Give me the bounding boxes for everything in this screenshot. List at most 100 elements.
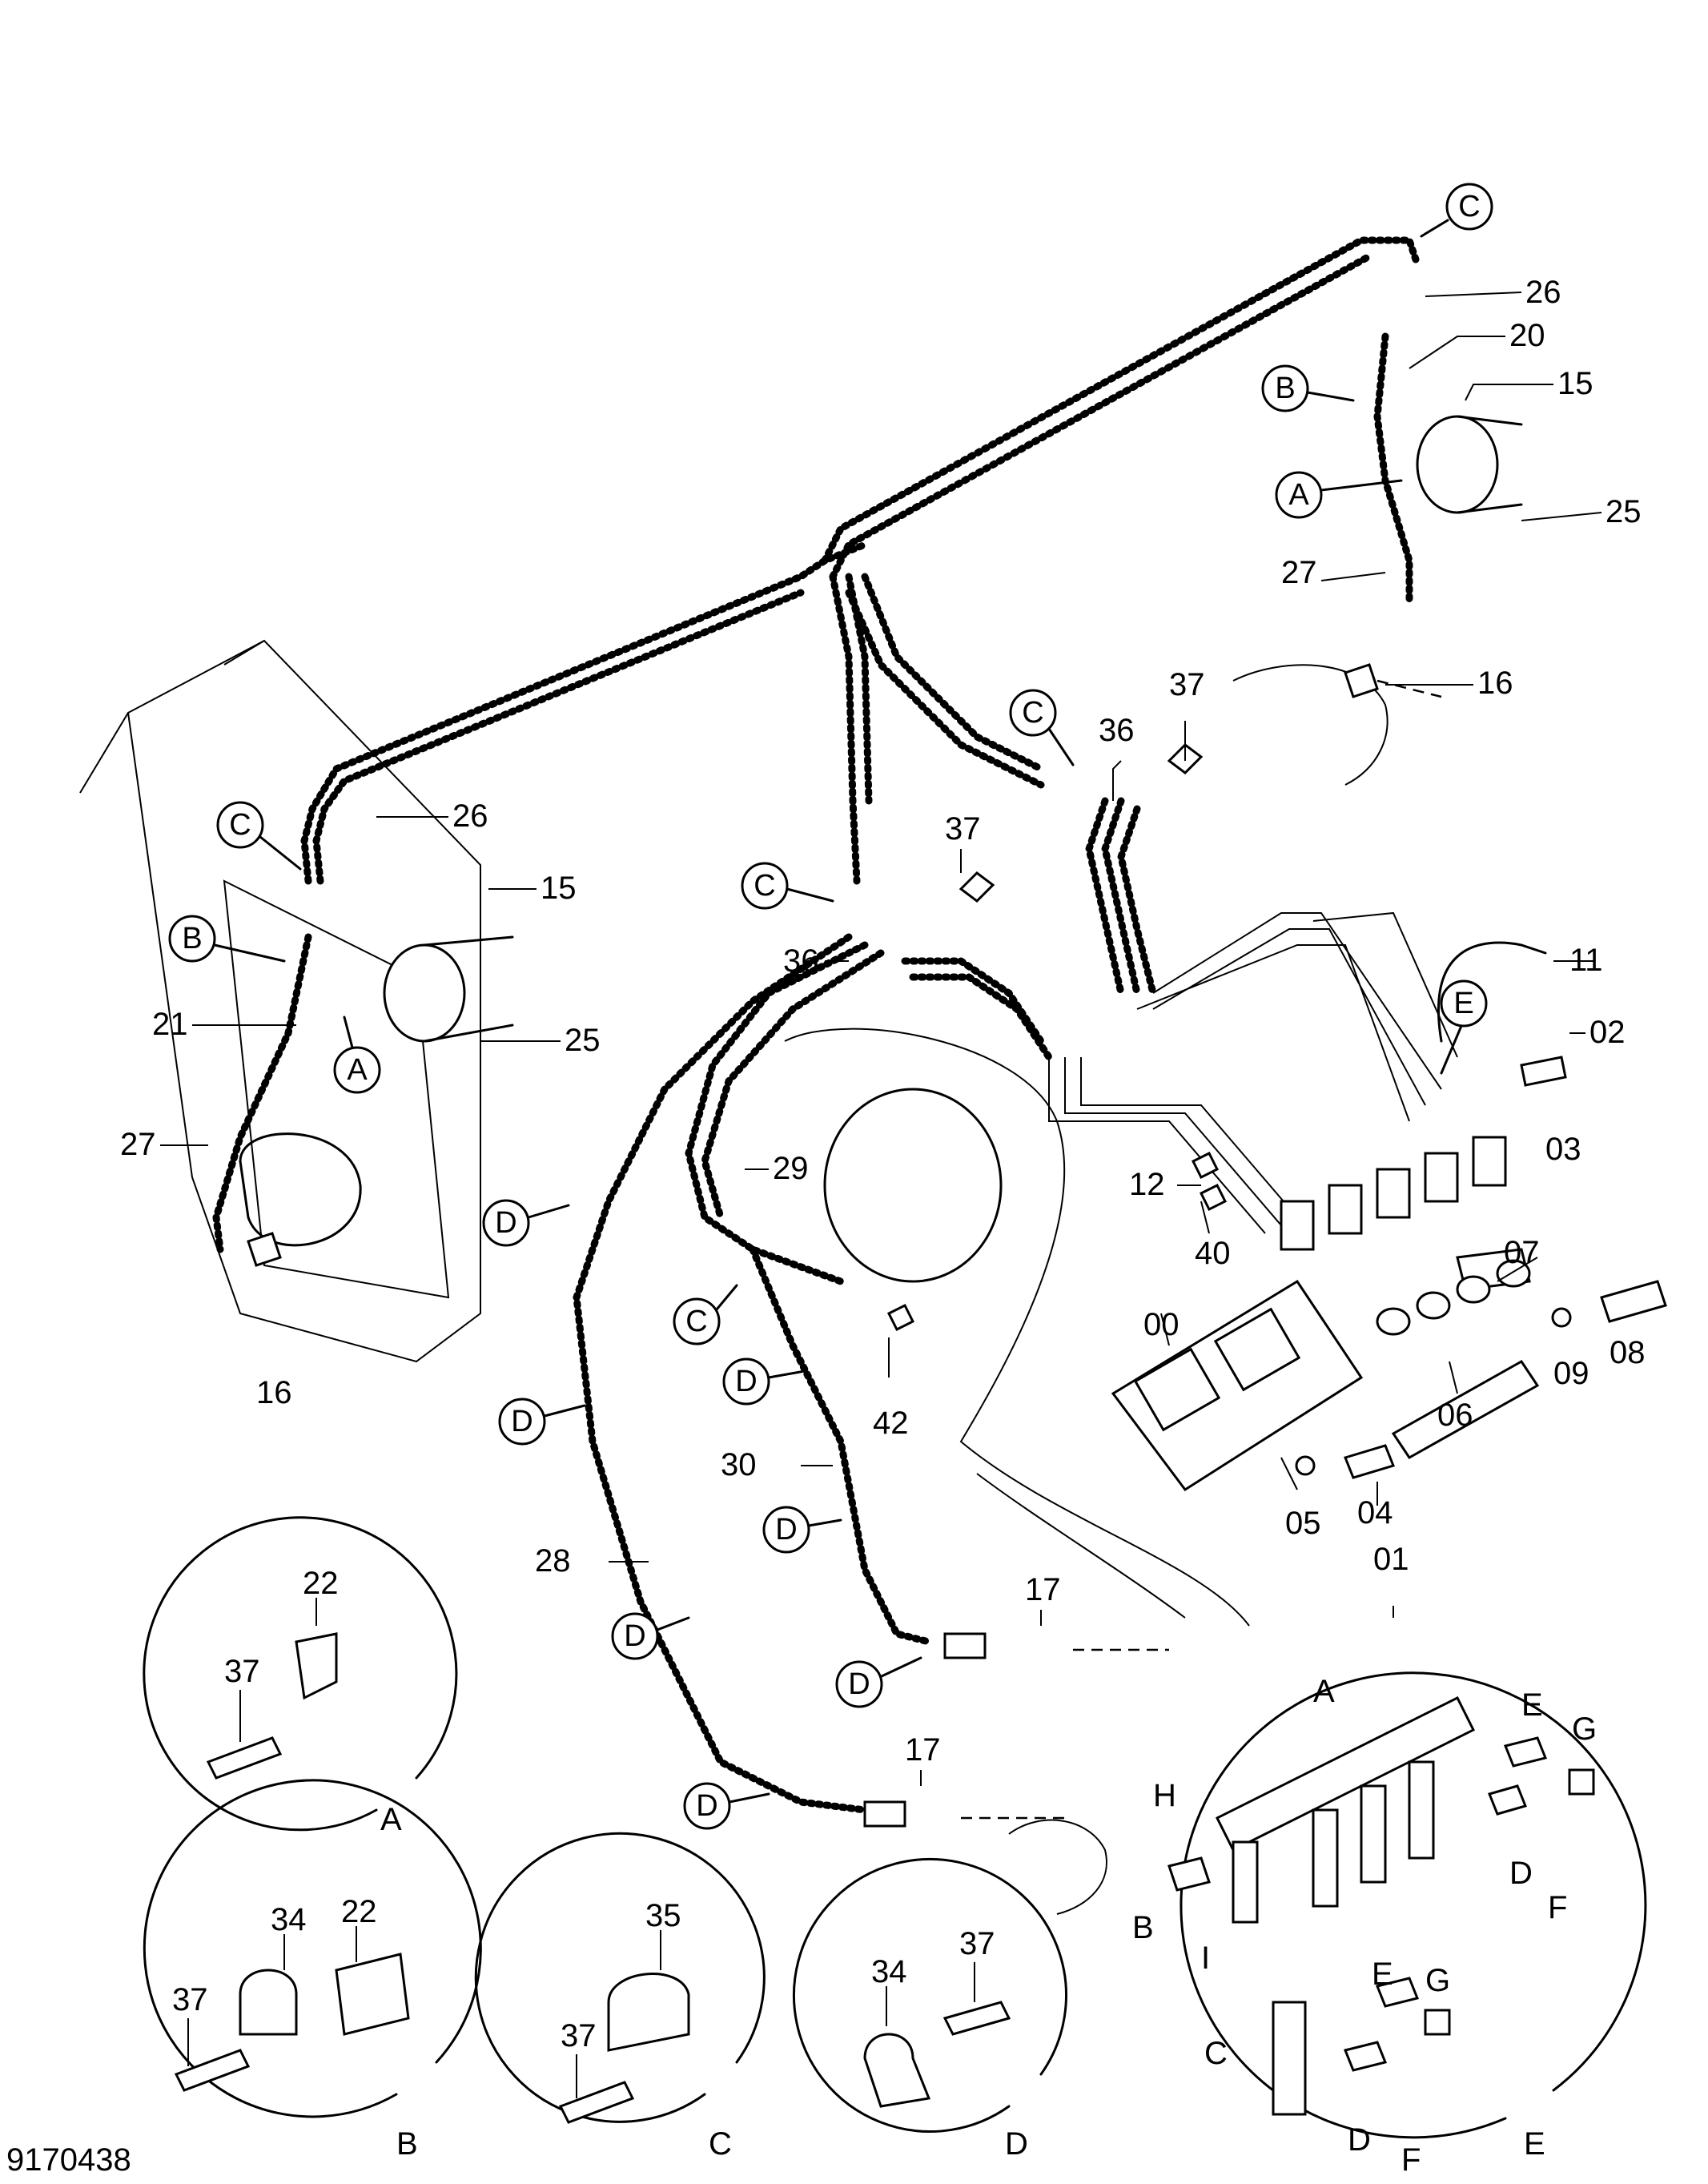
ref-c-mid: C	[741, 862, 834, 910]
detail-view-c: C 35 37	[474, 1832, 766, 2162]
detail-view-a: A 22 37	[143, 1516, 458, 1837]
svg-text:34: 34	[871, 1954, 907, 1989]
circle-refs: C B A C B A C C C D D D D D D D E	[168, 183, 1493, 1830]
svg-text:C: C	[709, 2126, 732, 2162]
svg-text:37: 37	[172, 1982, 208, 2017]
fitting-17-upper	[943, 1632, 1169, 1659]
right-cylinder	[1416, 415, 1523, 514]
svg-text:06: 06	[1437, 1398, 1473, 1433]
manifold-assembly	[886, 1056, 1667, 1492]
svg-text:27: 27	[1281, 555, 1317, 590]
svg-text:36: 36	[1099, 713, 1135, 748]
svg-text:37: 37	[959, 1926, 995, 1961]
svg-text:37: 37	[224, 1654, 260, 1689]
svg-text:D: D	[1509, 1856, 1533, 1891]
ref-d-2: D	[722, 1357, 806, 1406]
detail-view-b: B 34 22 37	[143, 1779, 482, 2162]
svg-text:30: 30	[721, 1447, 757, 1482]
svg-text:C: C	[1458, 190, 1480, 223]
svg-text:28: 28	[535, 1543, 571, 1579]
hose-routing	[212, 236, 1421, 1814]
svg-text:04: 04	[1357, 1495, 1393, 1530]
svg-text:37: 37	[1169, 667, 1205, 702]
ref-a-right: A	[1275, 471, 1403, 519]
svg-text:15: 15	[541, 871, 577, 906]
svg-text:D: D	[735, 1365, 757, 1398]
clamp-35-c	[607, 1973, 690, 2052]
washer-09	[1551, 1307, 1572, 1328]
bolt-37-b	[174, 2049, 251, 2092]
svg-text:16: 16	[1477, 666, 1513, 701]
svg-text:01: 01	[1373, 1542, 1409, 1577]
svg-text:D: D	[848, 1667, 870, 1701]
bolt-03	[1520, 1056, 1567, 1087]
ref-c-top-right: C	[1420, 183, 1493, 238]
clamp-22-b	[335, 1953, 410, 2036]
svg-text:G: G	[1572, 1711, 1597, 1747]
svg-text:22: 22	[341, 1894, 377, 1929]
left-cylinder	[383, 935, 514, 1043]
svg-text:22: 22	[303, 1566, 339, 1601]
svg-text:E: E	[1453, 987, 1473, 1020]
ref-d-3: D	[498, 1398, 586, 1446]
svg-text:17: 17	[1025, 1572, 1061, 1607]
svg-text:05: 05	[1285, 1506, 1321, 1541]
clamp-34-b	[239, 1969, 298, 2036]
svg-text:D: D	[1005, 2126, 1028, 2162]
drawing-id: 9170438	[6, 2142, 131, 2178]
svg-text:F: F	[1548, 1890, 1567, 1925]
svg-text:26: 26	[452, 798, 488, 834]
ref-b-left: B	[168, 915, 286, 963]
svg-text:D: D	[624, 1619, 645, 1653]
svg-text:A: A	[347, 1053, 368, 1087]
fitting-40	[1199, 1183, 1228, 1212]
svg-text:25: 25	[1606, 494, 1642, 529]
svg-text:H: H	[1153, 1778, 1176, 1813]
svg-text:E: E	[1521, 1687, 1543, 1723]
ref-a-left: A	[333, 1016, 381, 1094]
svg-text:C: C	[754, 869, 775, 903]
ref-d-6: D	[835, 1656, 922, 1708]
steel-lines	[1048, 911, 1458, 1234]
svg-text:36: 36	[783, 943, 819, 979]
svg-text:20: 20	[1509, 318, 1545, 353]
svg-text:G: G	[1425, 1963, 1450, 1998]
svg-text:09: 09	[1553, 1356, 1589, 1391]
svg-text:D: D	[511, 1405, 532, 1438]
fitting-16-right	[1344, 663, 1379, 698]
detail-view-d: D 34 37	[793, 1858, 1067, 2162]
svg-text:21: 21	[152, 1007, 188, 1042]
svg-text:D: D	[1348, 2122, 1371, 2158]
svg-text:17: 17	[905, 1732, 941, 1768]
svg-text:B: B	[396, 2126, 418, 2162]
svg-text:A: A	[1313, 1674, 1335, 1709]
svg-text:35: 35	[645, 1898, 681, 1933]
svg-text:F: F	[1401, 2142, 1421, 2178]
bolt-37-d	[942, 2001, 1011, 2036]
fitting-42	[886, 1303, 915, 1332]
bolt-37-mid	[958, 871, 995, 903]
svg-text:11: 11	[1569, 943, 1603, 978]
svg-text:03: 03	[1545, 1132, 1581, 1167]
ref-c-left: C	[216, 801, 302, 871]
ref-d-5: D	[611, 1612, 690, 1660]
ref-c-mid-right: C	[1009, 689, 1075, 766]
bolt-04	[1343, 1444, 1396, 1479]
svg-text:B: B	[182, 922, 202, 955]
svg-text:34: 34	[271, 1902, 307, 1937]
svg-text:16: 16	[256, 1375, 292, 1410]
ref-e: E	[1440, 979, 1488, 1075]
bolt-08	[1600, 1280, 1667, 1323]
leader-lines	[160, 292, 1602, 1786]
bolt-37-a	[206, 1736, 283, 1780]
svg-text:C: C	[229, 808, 251, 842]
svg-text:25: 25	[565, 1023, 601, 1058]
ref-b-right: B	[1261, 364, 1355, 412]
svg-text:C: C	[1204, 2036, 1228, 2071]
leader-16-right	[1376, 679, 1442, 698]
svg-text:A: A	[1288, 478, 1309, 512]
svg-text:I: I	[1201, 1941, 1210, 1976]
svg-text:26: 26	[1525, 275, 1561, 310]
svg-text:D: D	[696, 1789, 717, 1823]
svg-text:D: D	[775, 1513, 797, 1546]
